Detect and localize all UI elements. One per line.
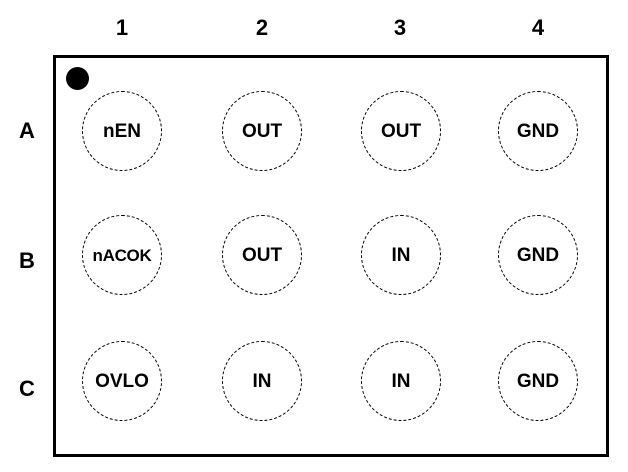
ball-b1: nACOK <box>82 215 162 295</box>
ball-b2: OUT <box>222 215 302 295</box>
ball-a1: nEN <box>82 91 162 171</box>
ball-a2: OUT <box>222 91 302 171</box>
ball-c1-label: OVLO <box>95 370 149 392</box>
ball-b4: GND <box>498 215 578 295</box>
row-label-c: C <box>19 376 35 401</box>
row-label-b: B <box>19 248 35 273</box>
column-label-1: 1 <box>115 15 129 40</box>
ball-c3-label: IN <box>391 370 411 392</box>
ball-b3: IN <box>361 215 441 295</box>
ball-b2-label: OUT <box>241 244 283 266</box>
ball-c2-label: IN <box>252 370 272 392</box>
ball-a3: OUT <box>361 91 441 171</box>
ball-c4-label: GND <box>516 370 560 392</box>
column-label-4: 4 <box>531 15 545 40</box>
column-label-2: 2 <box>255 15 269 40</box>
ball-c1: OVLO <box>82 341 162 421</box>
ball-a4-label: GND <box>516 120 560 142</box>
row-label-a: A <box>19 118 35 143</box>
ball-c2: IN <box>222 341 302 421</box>
ball-a2-label: OUT <box>241 120 283 142</box>
ball-b1-label: nACOK <box>92 245 152 265</box>
ball-b4-label: GND <box>516 244 560 266</box>
ball-c3: IN <box>361 341 441 421</box>
ball-a3-label: OUT <box>380 120 422 142</box>
column-label-3: 3 <box>393 15 407 40</box>
ball-a4: GND <box>498 91 578 171</box>
pin1-indicator-dot <box>66 67 89 90</box>
ball-c4: GND <box>498 341 578 421</box>
ball-a1-label: nEN <box>103 120 141 142</box>
ball-b3-label: IN <box>391 244 411 266</box>
